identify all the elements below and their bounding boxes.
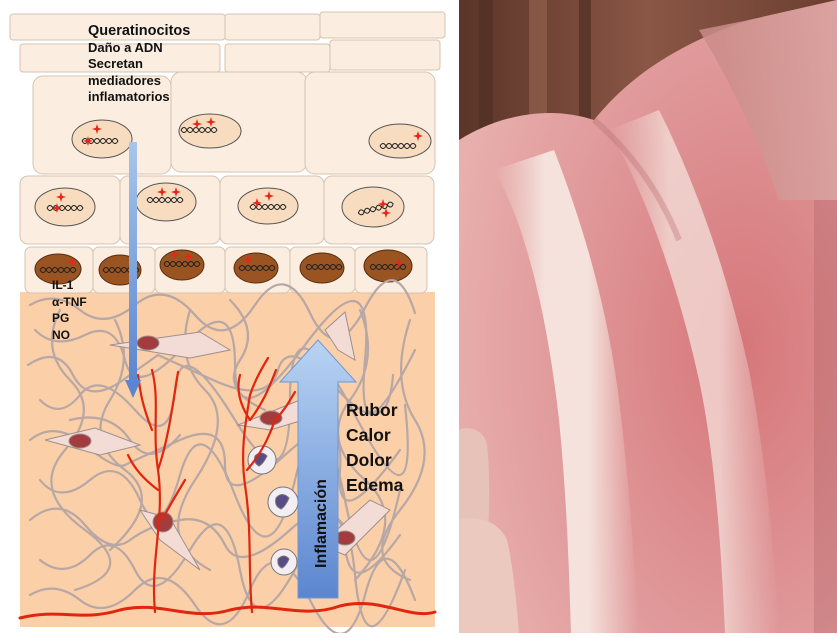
- inflammation-arrow-label: Inflamación: [313, 479, 330, 568]
- keratinocyte-line-1: Daño a ADN: [88, 40, 190, 57]
- stratum-corneum: [10, 12, 445, 72]
- keratinocyte-line-3: mediadores: [88, 73, 190, 90]
- sunburn-mechanism-diagram: Inflamación Queratinocitos Daño a ADN Se…: [0, 0, 450, 633]
- mediator-item: PG: [52, 310, 87, 327]
- mediator-item: α-TNF: [52, 294, 87, 311]
- sign-item: Dolor: [346, 448, 403, 473]
- sign-item: Rubor: [346, 398, 403, 423]
- inflammation-signs: Rubor Calor Dolor Edema: [346, 398, 403, 498]
- sign-item: Edema: [346, 473, 403, 498]
- keratinocyte-description: Queratinocitos Daño a ADN Secretan media…: [88, 23, 190, 106]
- sign-item: Calor: [346, 423, 403, 448]
- mediator-item: NO: [52, 327, 87, 344]
- sunburn-photo: [459, 0, 837, 633]
- right-edge-shadow: [814, 200, 837, 633]
- keratinocyte-title: Queratinocitos: [88, 23, 190, 40]
- keratinocyte-line-4: inflamatorios: [88, 89, 190, 106]
- mediator-item: IL-1: [52, 277, 87, 294]
- mediator-list: IL-1 α-TNF PG NO: [52, 277, 87, 343]
- keratinocyte-line-2: Secretan: [88, 56, 190, 73]
